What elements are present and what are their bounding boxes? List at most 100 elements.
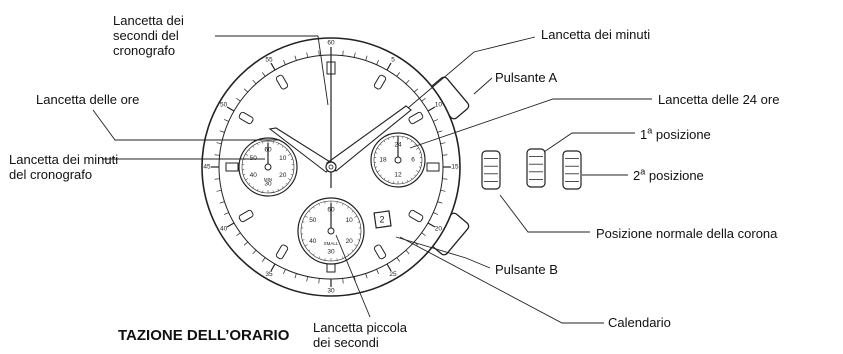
- chrono-minute-subdial-number: 40: [250, 172, 258, 179]
- small-second-subdial-tick: [347, 253, 349, 256]
- small-second-subdial-tick: [354, 215, 358, 218]
- leader-line: [499, 194, 590, 233]
- bezel-number: 40: [220, 226, 228, 233]
- section-heading: TAZIONE DELL’ORARIO: [118, 327, 290, 344]
- minute-tick: [437, 201, 443, 204]
- small-second-subdial-tick: [302, 239, 305, 241]
- minute-tick: [376, 269, 379, 275]
- minute-tick: [396, 72, 401, 77]
- leader-line: [409, 98, 652, 149]
- minute-tick: [270, 62, 276, 71]
- chrono-minute-subdial-tick: [257, 188, 259, 191]
- minute-tick: [396, 257, 401, 262]
- hour-24-subdial-tick: [418, 152, 421, 154]
- chrono-minute-subdial-tick: [290, 158, 293, 160]
- chrono-minute-subdial-tick: [287, 178, 291, 181]
- hour-24-subdial-tick: [383, 177, 386, 180]
- minute-tick: [243, 88, 249, 93]
- chrono-minute-subdial-tick: [245, 178, 249, 181]
- hour-24-subdial-tick: [416, 170, 419, 173]
- small-second-subdial-tick: [308, 210, 311, 213]
- hour-24-pivot: [394, 156, 402, 164]
- minute-tick: [365, 55, 368, 61]
- hour-24-subdial-tick: [416, 147, 419, 150]
- chrono-minute-subdial-tick: [277, 188, 279, 191]
- small-second-subdial-tick: [308, 249, 311, 252]
- hour-24-subdial-tick: [375, 166, 378, 168]
- leader-line: [395, 236, 491, 269]
- minute-tick: [252, 79, 257, 85]
- hour-index: [373, 74, 387, 90]
- minute-tick: [386, 62, 392, 71]
- hour-24-subdial-tick: [418, 166, 421, 168]
- crown-position-1: [526, 148, 546, 188]
- minute-tick: [219, 130, 225, 133]
- small-second-subdial-number: 10: [346, 217, 354, 224]
- bezel-number: 50: [220, 102, 228, 109]
- label-crown-normal-position: Posizione normale della corona: [596, 226, 778, 241]
- leader-lines: [92, 35, 652, 324]
- minute-tick: [226, 222, 235, 228]
- hour-24-subdial-tick: [383, 140, 386, 143]
- crown-position-2: [562, 150, 582, 190]
- small-second-subdial-number: 20: [346, 238, 354, 245]
- chrono-minute-subdial-tick: [248, 182, 251, 185]
- small-second-subdial-tick: [304, 244, 308, 247]
- hour-24-subdial-tick: [414, 174, 417, 177]
- label-24h-hand: Lancetta delle 24 ore: [658, 92, 780, 107]
- hour-index: [275, 244, 289, 260]
- chrono-minute-subdial-tick: [252, 186, 255, 189]
- small-second-subdial-tick: [313, 253, 315, 256]
- hour-24-subdial-tick: [379, 143, 382, 146]
- minute-tick: [427, 222, 436, 228]
- hour-index: [275, 74, 289, 90]
- hour-24-subdial-tick: [410, 140, 413, 143]
- chrono-minute-subdial-tick: [248, 149, 251, 152]
- leader-line: [473, 77, 493, 95]
- minute-tick: [223, 119, 229, 122]
- small-second-subdial-number: 30: [327, 249, 335, 256]
- minute-tick: [386, 263, 392, 272]
- small-second-subdial-tick: [318, 256, 320, 259]
- minute-tick: [294, 273, 297, 279]
- bezel-number: 45: [203, 164, 211, 171]
- minute-tick: [437, 130, 443, 133]
- minute-tick: [223, 212, 229, 215]
- minute-tick: [236, 232, 241, 237]
- minute-tick: [306, 276, 309, 282]
- bezel-number: 5: [391, 56, 395, 63]
- minute-tick: [405, 249, 410, 255]
- minute-tick: [216, 189, 222, 192]
- chrono-minute-subdial-mark: MIN: [264, 177, 272, 182]
- bezel-number: 10: [435, 102, 443, 109]
- minute-tick: [261, 72, 266, 77]
- small-second-subdial-tick: [354, 244, 358, 247]
- bezel-number: 25: [389, 271, 397, 278]
- hour-index: [408, 209, 424, 223]
- label-minute-hand: Lancetta dei minuti: [541, 27, 651, 42]
- bezel-number: 55: [265, 56, 273, 63]
- hour-24-subdial-tick: [388, 179, 390, 183]
- minute-tick: [252, 249, 257, 255]
- minute-tick: [440, 189, 446, 192]
- bezel-number: 15: [451, 164, 459, 171]
- minute-tick: [261, 257, 266, 262]
- minute-tick: [421, 97, 426, 102]
- chrono-minute-subdial-tick: [245, 153, 249, 156]
- leader-line: [543, 132, 635, 153]
- chrono-minute-subdial-tick: [257, 143, 259, 146]
- hour-24-subdial-tick: [410, 177, 413, 180]
- chrono-minute-subdial-tick: [287, 153, 291, 156]
- label-small-second-hand: Lancetta piccola dei secondi: [313, 320, 407, 350]
- hour-24-subdial-tick: [379, 174, 382, 177]
- minute-tick: [270, 263, 276, 272]
- label-chrono-second-hand: Lancetta dei secondi del cronografo: [113, 13, 184, 58]
- minute-tick: [405, 79, 410, 85]
- label-button-a: Pulsante A: [495, 70, 558, 85]
- minute-tick: [342, 278, 344, 284]
- label-position-1: 1a posizione: [640, 125, 711, 142]
- watch-dial: 60510152025303540455055601020304050MIN24…: [201, 37, 470, 297]
- chrono-minute-subdial-tick: [290, 174, 293, 176]
- chrono-minute-subdial-number: 10: [279, 155, 287, 162]
